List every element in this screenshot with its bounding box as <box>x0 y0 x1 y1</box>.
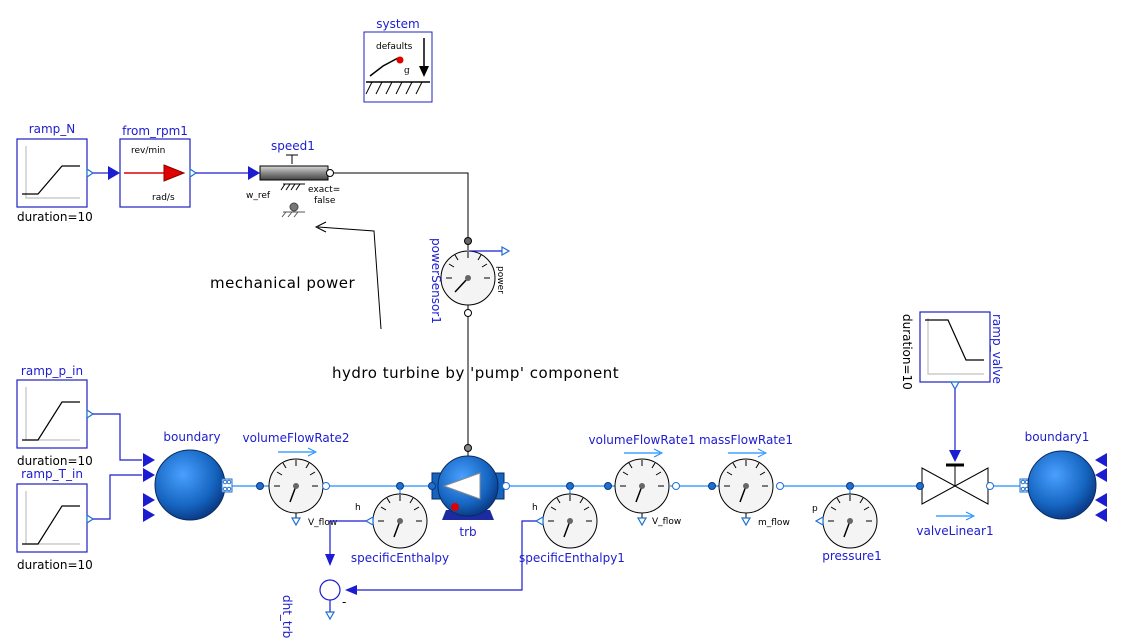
speed1-param-1: exact= <box>308 185 340 195</box>
from-rpm1-in-unit: rev/min <box>131 146 165 156</box>
conversion-arrow-icon <box>163 164 186 182</box>
ramp-t-in-param: duration=10 <box>17 558 93 572</box>
power-sensor-bottom-port[interactable] <box>464 309 472 317</box>
wire-h-to-dht <box>329 520 366 555</box>
svg-text:g: g <box>404 66 410 76</box>
speed1-block[interactable]: speed1 w_ref exact= false <box>246 139 340 218</box>
ramp-n-label: ramp_N <box>29 122 76 136</box>
boundary1-block[interactable]: boundary1 <box>1019 430 1107 522</box>
gauge-needle-icon <box>454 277 469 293</box>
ramp-p-in-param: duration=10 <box>17 454 93 468</box>
speed1-label: speed1 <box>271 139 315 153</box>
wire-ramp-t-to-boundary <box>93 474 142 520</box>
power-output-label: power <box>495 266 505 294</box>
valve-linear1-label: valveLinear1 <box>916 524 993 538</box>
valve-icon <box>921 467 989 505</box>
system-dot-icon <box>396 56 404 64</box>
from-rpm1-out-unit: rad/s <box>152 193 175 203</box>
trb-label: trb <box>459 525 476 539</box>
ramp-p-in-label: ramp_p_in <box>21 364 83 378</box>
ramp-valve-block[interactable]: duration=10 ramp_valve <box>900 311 1004 391</box>
ramp-valve-label: ramp_valve <box>990 314 1004 384</box>
ramp-n-param: duration=10 <box>17 210 93 224</box>
support-icon <box>289 202 299 212</box>
boundary1-label: boundary1 <box>1025 430 1090 444</box>
gravity-arrow-icon <box>419 66 429 77</box>
specific-enthalpy-block[interactable]: h specificEnthalpy <box>351 482 449 566</box>
speed1-param-2: false <box>314 196 336 206</box>
wire-ramp-p-to-boundary <box>93 413 142 461</box>
from-rpm1-block[interactable]: from_rpm1 rev/min rad/s <box>108 124 198 208</box>
specific-enthalpy-label: specificEnthalpy <box>351 551 449 565</box>
volume-flow-rate1-label: volumeFlowRate1 <box>589 433 696 447</box>
boundary-label: boundary <box>163 430 220 444</box>
svg-text:p: p <box>812 504 818 514</box>
ramp-t-in-label: ramp_T_in <box>21 467 83 481</box>
power-sensor1-label: powerSensor1 <box>429 238 443 324</box>
ramp-n-block[interactable]: ramp_N duration=10 <box>16 122 95 224</box>
power-sensor-top-port[interactable] <box>464 237 472 245</box>
h1-label: h <box>532 503 538 513</box>
volume-flow-rate1-block[interactable]: volumeFlowRate1 V_flow <box>589 433 696 527</box>
h-label: h <box>355 503 361 513</box>
boundary-block[interactable]: boundary <box>143 430 233 522</box>
speed1-input-label: w_ref <box>246 191 271 201</box>
wire-speed-to-sensor <box>333 172 469 240</box>
dht-trb-block[interactable]: - dht_trb <box>280 579 346 638</box>
power-output-port[interactable] <box>501 245 511 257</box>
add-block-icon <box>319 579 341 601</box>
svg-text:V_flow: V_flow <box>652 517 681 527</box>
flow-arrow-icon <box>307 447 318 457</box>
system-label: system <box>376 17 419 31</box>
mechanical-power-note: mechanical power <box>210 274 356 292</box>
speed1-in-port[interactable] <box>248 166 260 180</box>
shaft-icon <box>259 165 329 181</box>
wire-h1-to-dht <box>356 520 536 591</box>
valve-linear1-block[interactable]: valveLinear1 <box>916 463 994 538</box>
ramp-p-in-out-port[interactable] <box>86 408 95 420</box>
pressure1-block[interactable]: p pressure1 <box>812 482 882 564</box>
volume-flow-rate2-label: volumeFlowRate2 <box>243 431 350 445</box>
ramp-p-in-block[interactable]: ramp_p_in duration=10 <box>16 364 95 468</box>
ramp-n-out-port[interactable] <box>86 167 95 179</box>
ramp-graph-icon <box>22 165 80 195</box>
system-defaults-text: defaults <box>376 42 413 52</box>
title-note: hydro turbine by 'pump' component <box>332 364 619 382</box>
svg-text:m_flow: m_flow <box>758 518 790 528</box>
mass-flow-rate1-block[interactable]: massFlowRate1 m_flow <box>699 433 793 528</box>
boundary1-sink-icon <box>1027 450 1097 520</box>
annotation-arrow-icon <box>314 221 327 233</box>
specific-enthalpy1-block[interactable]: h specificEnthalpy1 <box>519 482 625 566</box>
trb-shaft-port[interactable] <box>464 444 472 452</box>
from-rpm1-out-port[interactable] <box>189 167 198 179</box>
system-block[interactable]: system defaults g <box>363 17 433 103</box>
trb-pump-block[interactable]: trb <box>428 444 510 540</box>
v-flow-label: V_flow <box>308 518 337 528</box>
dht-trb-out-port[interactable] <box>324 611 336 621</box>
ramp-valve-param: duration=10 <box>900 314 914 390</box>
power-sensor1-block[interactable]: powerSensor1 power <box>429 237 511 324</box>
boundary-source-icon <box>154 449 226 521</box>
from-rpm1-label: from_rpm1 <box>122 124 188 138</box>
pressure1-label: pressure1 <box>822 549 881 563</box>
from-rpm1-in-port[interactable] <box>108 166 120 180</box>
mass-flow-rate1-label: massFlowRate1 <box>699 433 793 447</box>
dht-minus-sign: - <box>342 595 346 609</box>
pump-impeller-icon <box>442 472 481 500</box>
ramp-t-in-block[interactable]: ramp_T_in duration=10 <box>16 467 95 572</box>
flange-b-port[interactable] <box>326 169 334 177</box>
dht-trb-label: dht_trb <box>280 595 294 638</box>
specific-enthalpy1-label: specificEnthalpy1 <box>519 551 625 565</box>
volume-flow-rate2-block[interactable]: volumeFlowRate2 V_flow <box>243 431 350 528</box>
ramp-t-in-out-port[interactable] <box>86 513 95 525</box>
